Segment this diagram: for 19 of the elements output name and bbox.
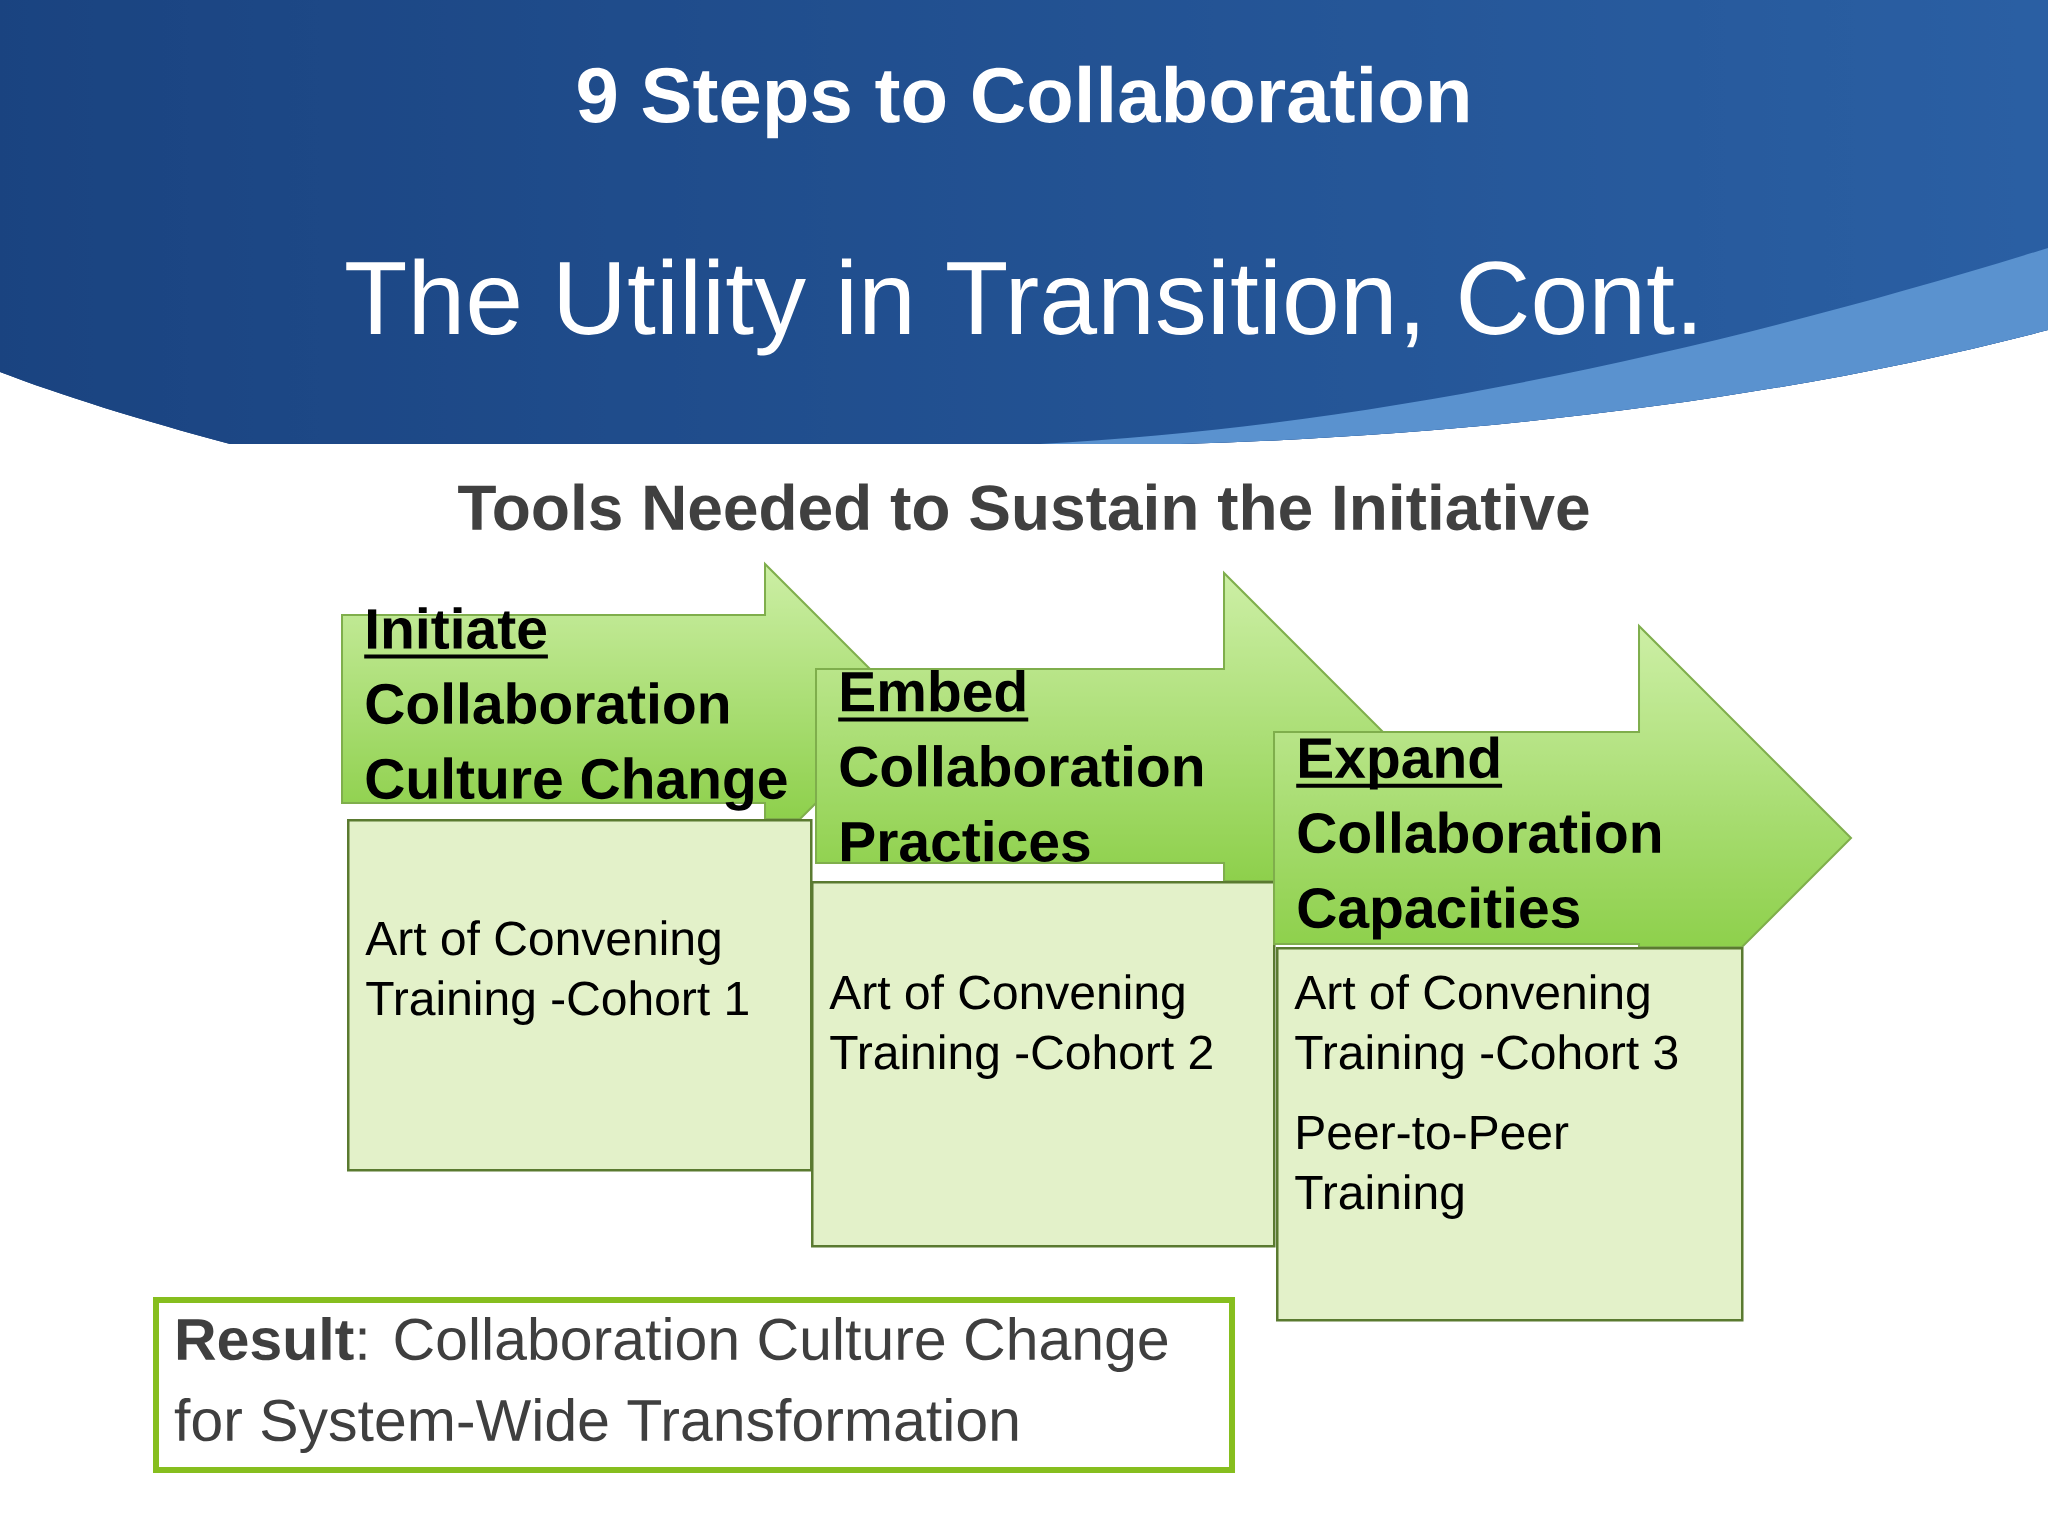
step-title: Collaboration Capacities xyxy=(1298,811,1660,940)
training-box xyxy=(1276,947,1744,1322)
step-title: Collaboration Practices xyxy=(840,745,1202,862)
header-text: 9 Steps to Collaboration xyxy=(578,65,1468,139)
training-text: Art of Convening Training -Cohort 2 xyxy=(829,974,1212,1079)
training-box xyxy=(811,881,1276,1248)
result-box xyxy=(153,1297,1235,1473)
step-heading: Expand xyxy=(1296,736,1503,790)
step-heading: Embed xyxy=(838,670,1029,722)
training-text: Art of Convening Training -Cohort 3 xyxy=(1294,974,1678,1079)
slide-title: The Utility in Transition, Cont. xyxy=(346,258,1695,356)
step-heading: Initiate xyxy=(364,607,548,659)
section-heading: Tools Needed to Sustain the Initiative xyxy=(458,483,1589,531)
training-box xyxy=(347,819,813,1172)
step-title: Collaboration Culture Change xyxy=(366,682,787,811)
step-banner xyxy=(1273,623,1853,948)
result-text: Result: Collaboration Culture Change for System-Wide Transformation xyxy=(174,1317,1168,1453)
training-text: Art of Convening Training -Cohort 1 xyxy=(365,920,748,1025)
training-text: Peer-to-Peer Training xyxy=(1295,1116,1569,1219)
